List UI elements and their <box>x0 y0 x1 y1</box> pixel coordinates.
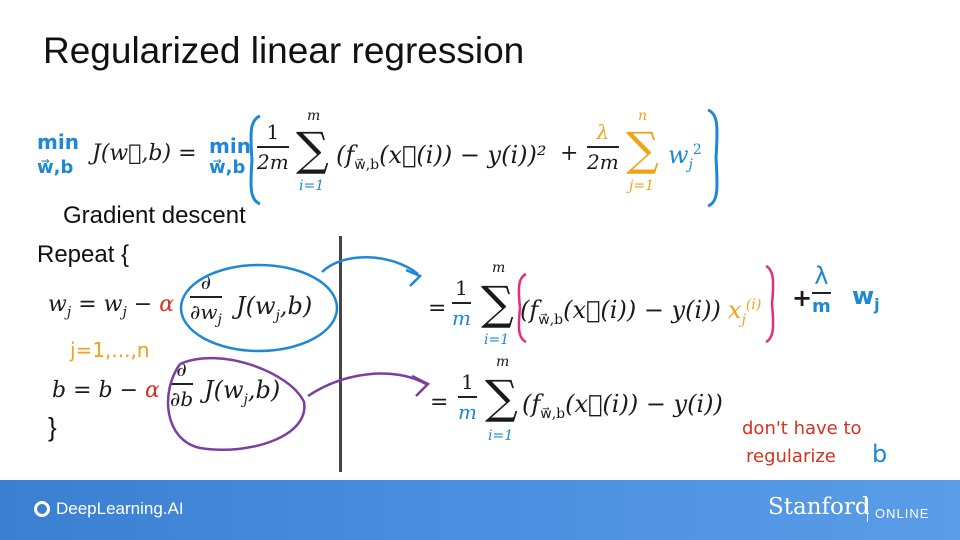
deriv-b-eq: = <box>430 390 449 415</box>
note-line1: don't have to <box>742 418 862 439</box>
min-inner-sub: w⃗,b <box>209 157 246 178</box>
update-w-deriv: ∂ ∂wj <box>190 270 222 328</box>
term2: wj2 <box>668 141 702 173</box>
footer-bar <box>0 480 960 540</box>
reg-frac: λ m <box>812 262 831 317</box>
frac1-num: 1 <box>266 120 280 144</box>
sum1-top: m <box>307 108 321 124</box>
sum2-sigma: ∑ <box>626 122 659 176</box>
deriv-w-sum-bottom: i=1 <box>484 332 510 348</box>
update-b-lhs: b = b − α <box>52 378 160 403</box>
sum1-sigma: ∑ <box>296 122 329 176</box>
j-range-note: j=1,...,n <box>70 338 150 362</box>
frac1-den: 2m <box>257 149 289 174</box>
deriv-b-sum-top: m <box>496 354 510 370</box>
circle-b-derivative <box>166 356 306 452</box>
deriv-b-term: (fw⃗,b(x⃗(i)) − y(i)) <box>522 390 723 422</box>
update-b-deriv: ∂ ∂b <box>170 357 194 411</box>
frac2-num: λ <box>596 120 610 144</box>
deriv-b-frac: 1 m <box>458 370 477 424</box>
cost-frac2: λ 2m <box>587 120 619 174</box>
close-brace: } <box>48 412 57 442</box>
deriv-w-x: xj(i) <box>728 296 762 328</box>
divider <box>339 236 342 472</box>
arrow-w <box>321 256 423 287</box>
gradient-descent-label: Gradient descent <box>63 202 246 229</box>
online-label: ONLINE <box>875 506 930 521</box>
reg-wj: wj <box>852 282 880 314</box>
deriv-b-sum-bottom: i=1 <box>488 428 514 444</box>
note-b: b <box>872 440 888 468</box>
deriv-b-sigma: ∑ <box>485 370 518 424</box>
circle-w-derivative <box>179 263 339 353</box>
deriv-w-term: (fw⃗,b(x⃗(i)) − y(i)) <box>520 296 721 328</box>
reg-plus: + <box>792 284 813 312</box>
deriv-w-frac: 1 m <box>452 276 471 330</box>
deriv-w-sigma: ∑ <box>481 276 514 330</box>
sum2-bottom: j=1 <box>629 178 654 194</box>
cost-plus: + <box>560 141 579 166</box>
deriv-w-sum-top: m <box>492 260 506 276</box>
cost-frac1: 1 2m <box>257 120 289 174</box>
repeat-label: Repeat { <box>37 241 130 268</box>
min-inner: min <box>209 134 251 158</box>
min-left-sub: w⃗,b <box>37 157 74 178</box>
sum2-top: n <box>638 108 648 124</box>
slide-title: Regularized linear regression <box>43 30 525 71</box>
deeplearning-logo: DeepLearning.AI <box>34 499 184 519</box>
update-b-rhs: J(wj,b) <box>204 376 281 408</box>
update-w-lhs: wj = wj − α <box>48 292 175 321</box>
deeplearning-ring-icon <box>34 501 50 517</box>
logo-separator <box>867 498 868 522</box>
deriv-w-right-bracket <box>765 264 775 344</box>
frac2-den: 2m <box>587 149 619 174</box>
arrow-b <box>307 372 431 398</box>
right-bracket <box>707 108 719 208</box>
left-bracket <box>249 114 261 206</box>
deriv-w-eq: = <box>428 296 447 321</box>
term1: (fw⃗,b(x⃗(i)) − y(i))² <box>336 141 547 173</box>
stanford-logo: Stanford <box>768 494 870 520</box>
sum1-bottom: i=1 <box>299 178 325 194</box>
cost-lhs: J(w⃗,b) = <box>92 141 197 166</box>
note-line2: regularize <box>746 446 836 467</box>
deriv-w-left-bracket <box>517 272 527 344</box>
update-w-rhs: J(wj,b) <box>236 292 313 324</box>
min-left: min <box>37 130 79 154</box>
